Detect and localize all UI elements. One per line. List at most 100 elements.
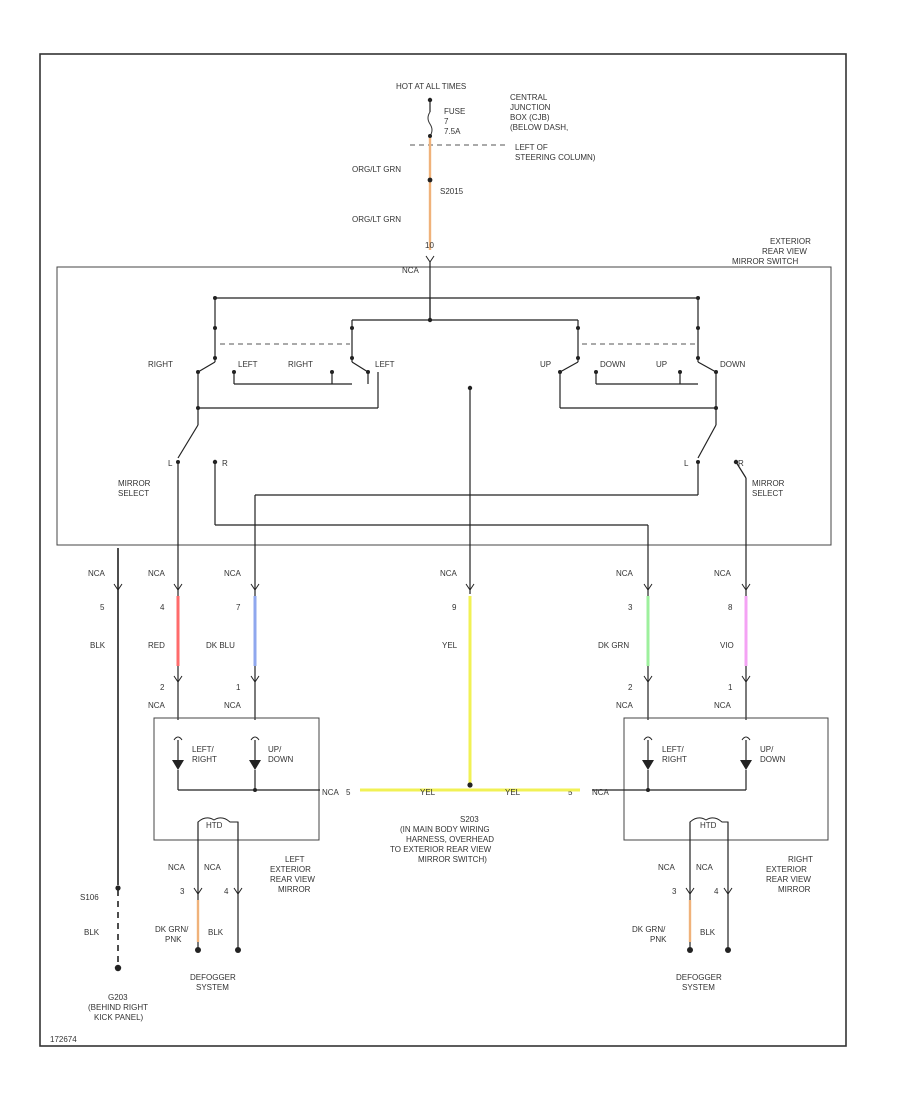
left-heater-pin-4: 4 (224, 887, 229, 896)
col2-nca2: NCA (148, 701, 166, 710)
select-r-right: R (738, 459, 744, 468)
splice-desc-3: TO EXTERIOR REAR VIEW (390, 845, 492, 854)
nca-label-top: NCA (402, 266, 420, 275)
select-switch-arm-right (697, 424, 717, 459)
col1-pin: 5 (100, 603, 105, 612)
col6-nca2: NCA (714, 701, 732, 710)
col5-nca2: NCA (616, 701, 634, 710)
right-heater-nca-2: NCA (696, 863, 714, 872)
heater-element-left (197, 817, 239, 830)
col5-wire: DK GRN (598, 641, 629, 650)
select-switch-arm-left (177, 424, 199, 459)
left-mirror-nca: NCA (322, 788, 340, 797)
switch-box (56, 266, 832, 546)
left-mirror-pin: 5 (346, 788, 351, 797)
defogger-left-1: DEFOGGER (190, 973, 236, 982)
switch-title-3: MIRROR SWITCH (732, 257, 798, 266)
cjb-label-5: LEFT OF (515, 143, 548, 152)
right-mirror: LEFT/ RIGHT UP/ DOWN 5 NCA HTD NCA NCA 3… (568, 717, 829, 992)
wire-color-label-2: ORG/LT GRN (352, 215, 401, 224)
col3-pin2: 1 (236, 683, 241, 692)
switch-title-2: REAR VIEW (762, 247, 807, 256)
mirror-switch: EXTERIOR REAR VIEW MIRROR SWITCH RIGHT L… (56, 237, 832, 548)
mirror-select-right-2: SELECT (752, 489, 783, 498)
mirror-select-left-2: SELECT (118, 489, 149, 498)
lr-label-left-1: LEFT/ (192, 745, 215, 754)
defogger-right-1: DEFOGGER (676, 973, 722, 982)
right-heater-wire-2: BLK (700, 928, 716, 937)
heater-label-left: HTD (206, 821, 223, 830)
right-heater-pin-4: 4 (714, 887, 719, 896)
ground-g203 (114, 964, 122, 972)
col3-pin: 7 (236, 603, 241, 612)
left-mirror-name-2: EXTERIOR (270, 865, 311, 874)
left-heater-wire-1b: PNK (165, 935, 182, 944)
heater-element-right (689, 817, 729, 830)
contact-down-1: DOWN (600, 360, 626, 369)
col2-nca: NCA (148, 569, 166, 578)
mirror-select-left-1: MIRROR (118, 479, 151, 488)
col5-pin: 3 (628, 603, 633, 612)
left-heater-nca-1: NCA (168, 863, 186, 872)
right-heater-pin-3: 3 (672, 887, 677, 896)
yel-label-left: YEL (420, 788, 436, 797)
right-heater-nca-1: NCA (658, 863, 676, 872)
lr-label-left-2: RIGHT (192, 755, 217, 764)
ud-label-left-1: UP/ (268, 745, 282, 754)
splice-label: S2015 (440, 187, 464, 196)
col3-nca: NCA (224, 569, 242, 578)
col3-wire: DK BLU (206, 641, 235, 650)
col5-nca: NCA (616, 569, 634, 578)
splice-desc-4: MIRROR SWITCH) (418, 855, 487, 864)
motor-lr-right (642, 760, 654, 770)
col6-wire: VIO (720, 641, 734, 650)
contact-up-2: UP (656, 360, 667, 369)
left-mirror-name-1: LEFT (285, 855, 305, 864)
column-labels: NCA 5 BLK NCA 4 RED 2 NCA NCA 7 DK BLU 1… (88, 569, 734, 710)
contact-up-1: UP (540, 360, 551, 369)
fuse-label: FUSE (444, 107, 465, 116)
defogger-right-2: SYSTEM (682, 983, 715, 992)
center-splice: YEL YEL S203 (IN MAIN BODY WIRING HARNES… (360, 782, 580, 864)
wire-color-label-1: ORG/LT GRN (352, 165, 401, 174)
g203-desc-2: KICK PANEL) (94, 1013, 144, 1022)
col4-pin: 9 (452, 603, 457, 612)
lr-label-right-2: RIGHT (662, 755, 687, 764)
motor-ud-left (249, 760, 261, 770)
ud-label-left-2: DOWN (268, 755, 294, 764)
right-heater-wire-1: DK GRN/ (632, 925, 666, 934)
right-mirror-pin: 5 (568, 788, 573, 797)
lr-label-right-1: LEFT/ (662, 745, 685, 754)
col1-wire: BLK (90, 641, 106, 650)
right-mirror-nca: NCA (592, 788, 610, 797)
left-heater-wire-2: BLK (208, 928, 224, 937)
col4-wire: YEL (442, 641, 458, 650)
splice-desc-2: HARNESS, OVERHEAD (406, 835, 494, 844)
right-mirror-name-3: REAR VIEW (766, 875, 811, 884)
defogger-left-2: SYSTEM (196, 983, 229, 992)
s106-label: S106 (80, 893, 99, 902)
right-heater-wire-1b: PNK (650, 935, 667, 944)
splice-s2015 (427, 177, 433, 183)
left-mirror: LEFT/ RIGHT UP/ DOWN NCA 5 HTD NCA NCA 3… (153, 717, 351, 992)
heater-label-right: HTD (700, 821, 717, 830)
splice-s203-label: S203 (460, 815, 479, 824)
select-l-right: L (684, 459, 689, 468)
ground-wire-label: BLK (84, 928, 100, 937)
col3-nca2: NCA (224, 701, 242, 710)
ud-label-right-2: DOWN (760, 755, 786, 764)
col6-pin2: 1 (728, 683, 733, 692)
left-mirror-name-4: MIRROR (278, 885, 311, 894)
cjb-label-2: JUNCTION (510, 103, 551, 112)
select-r-left: R (222, 459, 228, 468)
fuse-number: 7 (444, 117, 449, 126)
contact-right-1: RIGHT (148, 360, 173, 369)
right-mirror-name-4: MIRROR (778, 885, 811, 894)
right-mirror-name-1: RIGHT (788, 855, 813, 864)
right-mirror-box (623, 717, 829, 841)
left-heater-pin-3: 3 (180, 887, 185, 896)
fuse-symbol (427, 111, 433, 137)
harness-wires (113, 548, 751, 885)
col6-pin: 8 (728, 603, 733, 612)
